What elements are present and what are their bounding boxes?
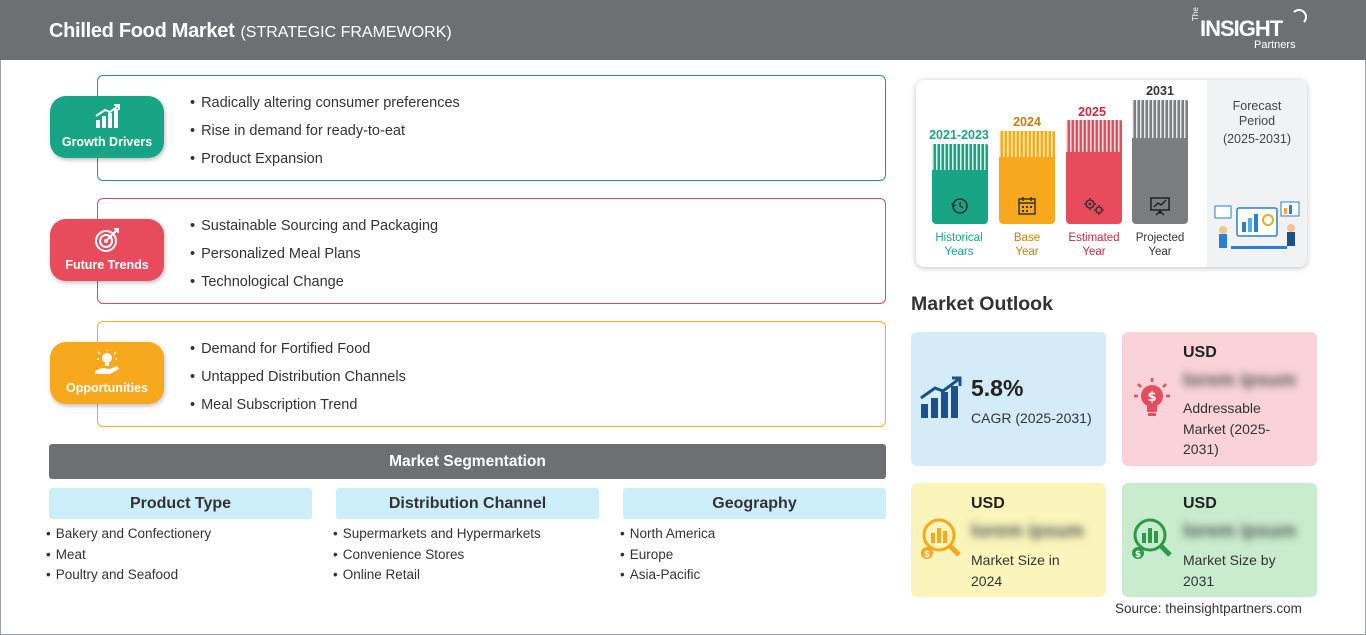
tag-label: Opportunities (66, 381, 148, 395)
forecast-range: (2025-2031) (1222, 132, 1292, 146)
currency-label: USD (971, 495, 1005, 512)
bar-stripes (1132, 100, 1188, 138)
segment-list-distribution-channel: Supermarkets and Hypermarkets Convenienc… (333, 525, 541, 587)
currency-label: USD (1183, 495, 1217, 512)
future-trends-list: Sustainable Sourcing and Packaging Perso… (190, 216, 438, 300)
segment-header-distribution-channel: Distribution Channel (336, 488, 599, 519)
logo-insight-text: INSIGHT (1200, 16, 1283, 41)
growth-chart-icon (95, 104, 120, 128)
source-link[interactable]: Source: theinsightpartners.com (1115, 601, 1302, 616)
list-item: Untapped Distribution Channels (190, 367, 406, 395)
logo-the-text: The (1191, 7, 1200, 21)
timeline-bar-projected (1132, 100, 1188, 224)
growth-drivers-panel: Radically altering consumer preferences … (97, 75, 886, 181)
timeline-bar-historical (932, 144, 988, 224)
currency-label: USD (1183, 344, 1217, 361)
target-icon (95, 228, 119, 252)
svg-text:$: $ (1135, 550, 1141, 560)
brand-logo: The INSIGHT Partners (1190, 7, 1320, 53)
list-item: Meat (46, 546, 211, 567)
segment-header-geography: Geography (623, 488, 886, 519)
segment-list-product-type: Bakery and Confectionery Meat Poultry an… (46, 525, 211, 587)
svg-text:$: $ (924, 550, 930, 560)
year-label-projected: 2031 (1146, 84, 1174, 98)
analyst-dashboard-icon (1214, 201, 1300, 249)
list-item: Technological Change (190, 272, 438, 300)
page-title: Chilled Food Market(STRATEGIC FRAMEWORK) (49, 20, 452, 42)
list-item: Rise in demand for ready-to-eat (190, 121, 460, 149)
market-size-2024-value-blurred: lorem ipsum (971, 521, 1084, 542)
year-label-estimated: 2025 (1078, 105, 1106, 119)
cagr-label: CAGR (2025-2031) (971, 410, 1092, 426)
growth-drivers-list: Radically altering consumer preferences … (190, 93, 460, 177)
svg-text:$: $ (1147, 390, 1156, 405)
list-item: Supermarkets and Hypermarkets (333, 525, 541, 546)
market-size-2031-value-blurred: lorem ipsum (1183, 521, 1296, 542)
list-item: Sustainable Sourcing and Packaging (190, 216, 438, 244)
opportunities-panel: Demand for Fortified Food Untapped Distr… (97, 321, 886, 427)
cagr-card: 5.8% CAGR (2025-2031) (911, 332, 1106, 466)
magnifier-chart-icon: $ (1132, 518, 1172, 560)
list-item: Meal Subscription Trend (190, 395, 406, 423)
list-item: Demand for Fortified Food (190, 339, 406, 367)
list-item: Europe (620, 546, 715, 567)
cagr-value: 5.8% (971, 375, 1024, 401)
list-item: Poultry and Seafood (46, 566, 211, 587)
year-label-historical: 2021-2023 (929, 128, 989, 142)
presentation-board-icon (1150, 197, 1170, 216)
opportunities-list: Demand for Fortified Food Untapped Distr… (190, 339, 406, 423)
list-item: North America (620, 525, 716, 546)
growth-drivers-tag: Growth Drivers (50, 96, 164, 158)
year-label-base: 2024 (1013, 115, 1041, 129)
segment-header-product-type: Product Type (49, 488, 312, 519)
forecast-label: Forecast (1232, 99, 1282, 113)
lightbulb-hand-icon (95, 350, 119, 374)
tag-label: Growth Drivers (61, 135, 153, 149)
page-subtitle: (STRATEGIC FRAMEWORK) (240, 24, 452, 41)
list-item: Asia-Pacific (620, 566, 715, 587)
bar-stripes (999, 131, 1055, 157)
bar-stripes (1066, 120, 1122, 152)
timeline-bar-base (999, 131, 1055, 224)
forecast-period-box: Forecast Period (2025-2031) (1207, 80, 1307, 267)
bar-stripes (932, 144, 988, 170)
forecast-label: Period (1238, 114, 1276, 128)
magnifier-chart-icon: $ (921, 518, 961, 560)
growth-chart-icon (920, 376, 962, 418)
timeline-bar-estimated (1066, 120, 1122, 224)
addressable-value-blurred: lorem ipsum (1183, 370, 1296, 391)
opportunities-tag: Opportunities (50, 342, 164, 404)
list-item: Online Retail (333, 566, 541, 587)
calendar-icon (1018, 197, 1036, 215)
logo-partners-text: Partners (1254, 39, 1296, 51)
lightbulb-dollar-icon: $ (1134, 378, 1170, 416)
list-item: Radically altering consumer preferences (190, 93, 460, 121)
segmentation-title: Market Segmentation (49, 444, 886, 479)
list-item: Convenience Stores (333, 546, 541, 567)
future-trends-tag: Future Trends (50, 219, 164, 281)
tag-label: Future Trends (65, 258, 149, 272)
gears-icon (1084, 198, 1104, 215)
list-item: Product Expansion (190, 149, 460, 177)
list-item: Personalized Meal Plans (190, 244, 438, 272)
logo-arc-icon (1291, 9, 1307, 25)
future-trends-panel: Sustainable Sourcing and Packaging Perso… (97, 198, 886, 304)
list-item: Bakery and Confectionery (46, 525, 211, 546)
segment-list-geography: North America Europe Asia-Pacific (620, 525, 716, 587)
header-bar: Chilled Food Market(STRATEGIC FRAMEWORK)… (0, 0, 1366, 60)
history-clock-icon (951, 198, 968, 214)
market-outlook-title: Market Outlook (911, 293, 1053, 315)
